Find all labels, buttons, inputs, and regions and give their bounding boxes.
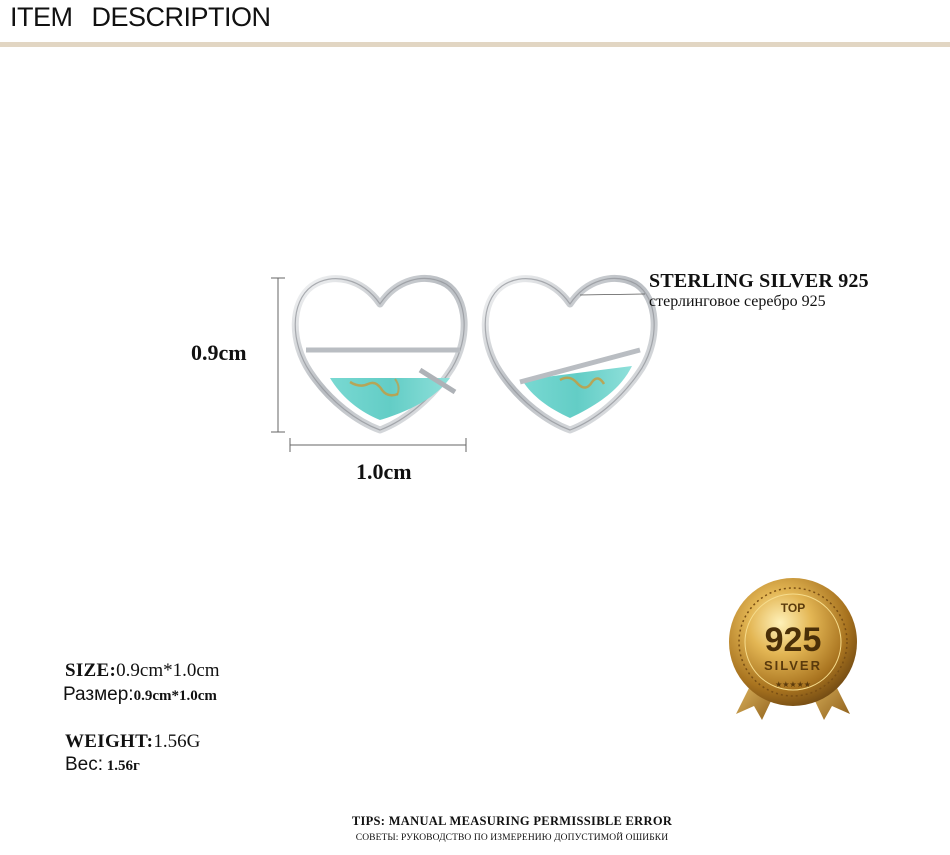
size-spec-en: SIZE:0.9cm*1.0cm <box>65 660 220 682</box>
height-label: 0.9cm <box>191 340 247 365</box>
size-value-en: 0.9cm*1.0cm <box>116 660 220 681</box>
width-label: 1.0cm <box>356 459 412 484</box>
weight-spec-ru: Вес: 1.56г <box>65 754 140 776</box>
weight-label-ru: Вес: <box>65 754 104 775</box>
svg-text:TOP: TOP <box>781 601 805 615</box>
weight-spec-en: WEIGHT:1.56G <box>65 731 200 753</box>
size-label-ru: Размер: <box>63 684 134 705</box>
size-value-ru: 0.9cm*1.0cm <box>133 688 217 704</box>
svg-text:SILVER: SILVER <box>764 658 822 673</box>
width-dimension-marker <box>289 438 467 452</box>
svg-text:★★★★★: ★★★★★ <box>775 680 811 689</box>
weight-value-ru: 1.56г <box>103 758 140 774</box>
size-spec-ru: Размер:0.9cm*1.0cm <box>63 684 217 706</box>
material-label-en: STERLING SILVER 925 <box>649 270 869 292</box>
right-earring <box>481 274 658 434</box>
tips-note-en: TIPS: MANUAL MEASURING PERMISSIBLE ERROR <box>351 814 673 828</box>
weight-label-en: WEIGHT: <box>65 731 154 752</box>
left-earring <box>291 274 468 434</box>
material-label-ru: стерлинговое серебро 925 <box>649 293 826 310</box>
weight-value-en: 1.56G <box>153 731 201 752</box>
size-label-en: SIZE: <box>65 660 117 681</box>
tips-note-ru: СОВЕТЫ: РУКОВОДСТВО ПО ИЗМЕРЕНИЮ ДОПУСТИ… <box>355 833 669 843</box>
top-925-silver-badge-icon: TOP 925 SILVER ★★★★★ <box>729 578 857 720</box>
page-title: ITEM DESCRIPTION <box>10 2 271 32</box>
svg-text:925: 925 <box>765 621 822 659</box>
header-divider <box>0 42 950 47</box>
height-dimension-marker <box>271 277 285 433</box>
